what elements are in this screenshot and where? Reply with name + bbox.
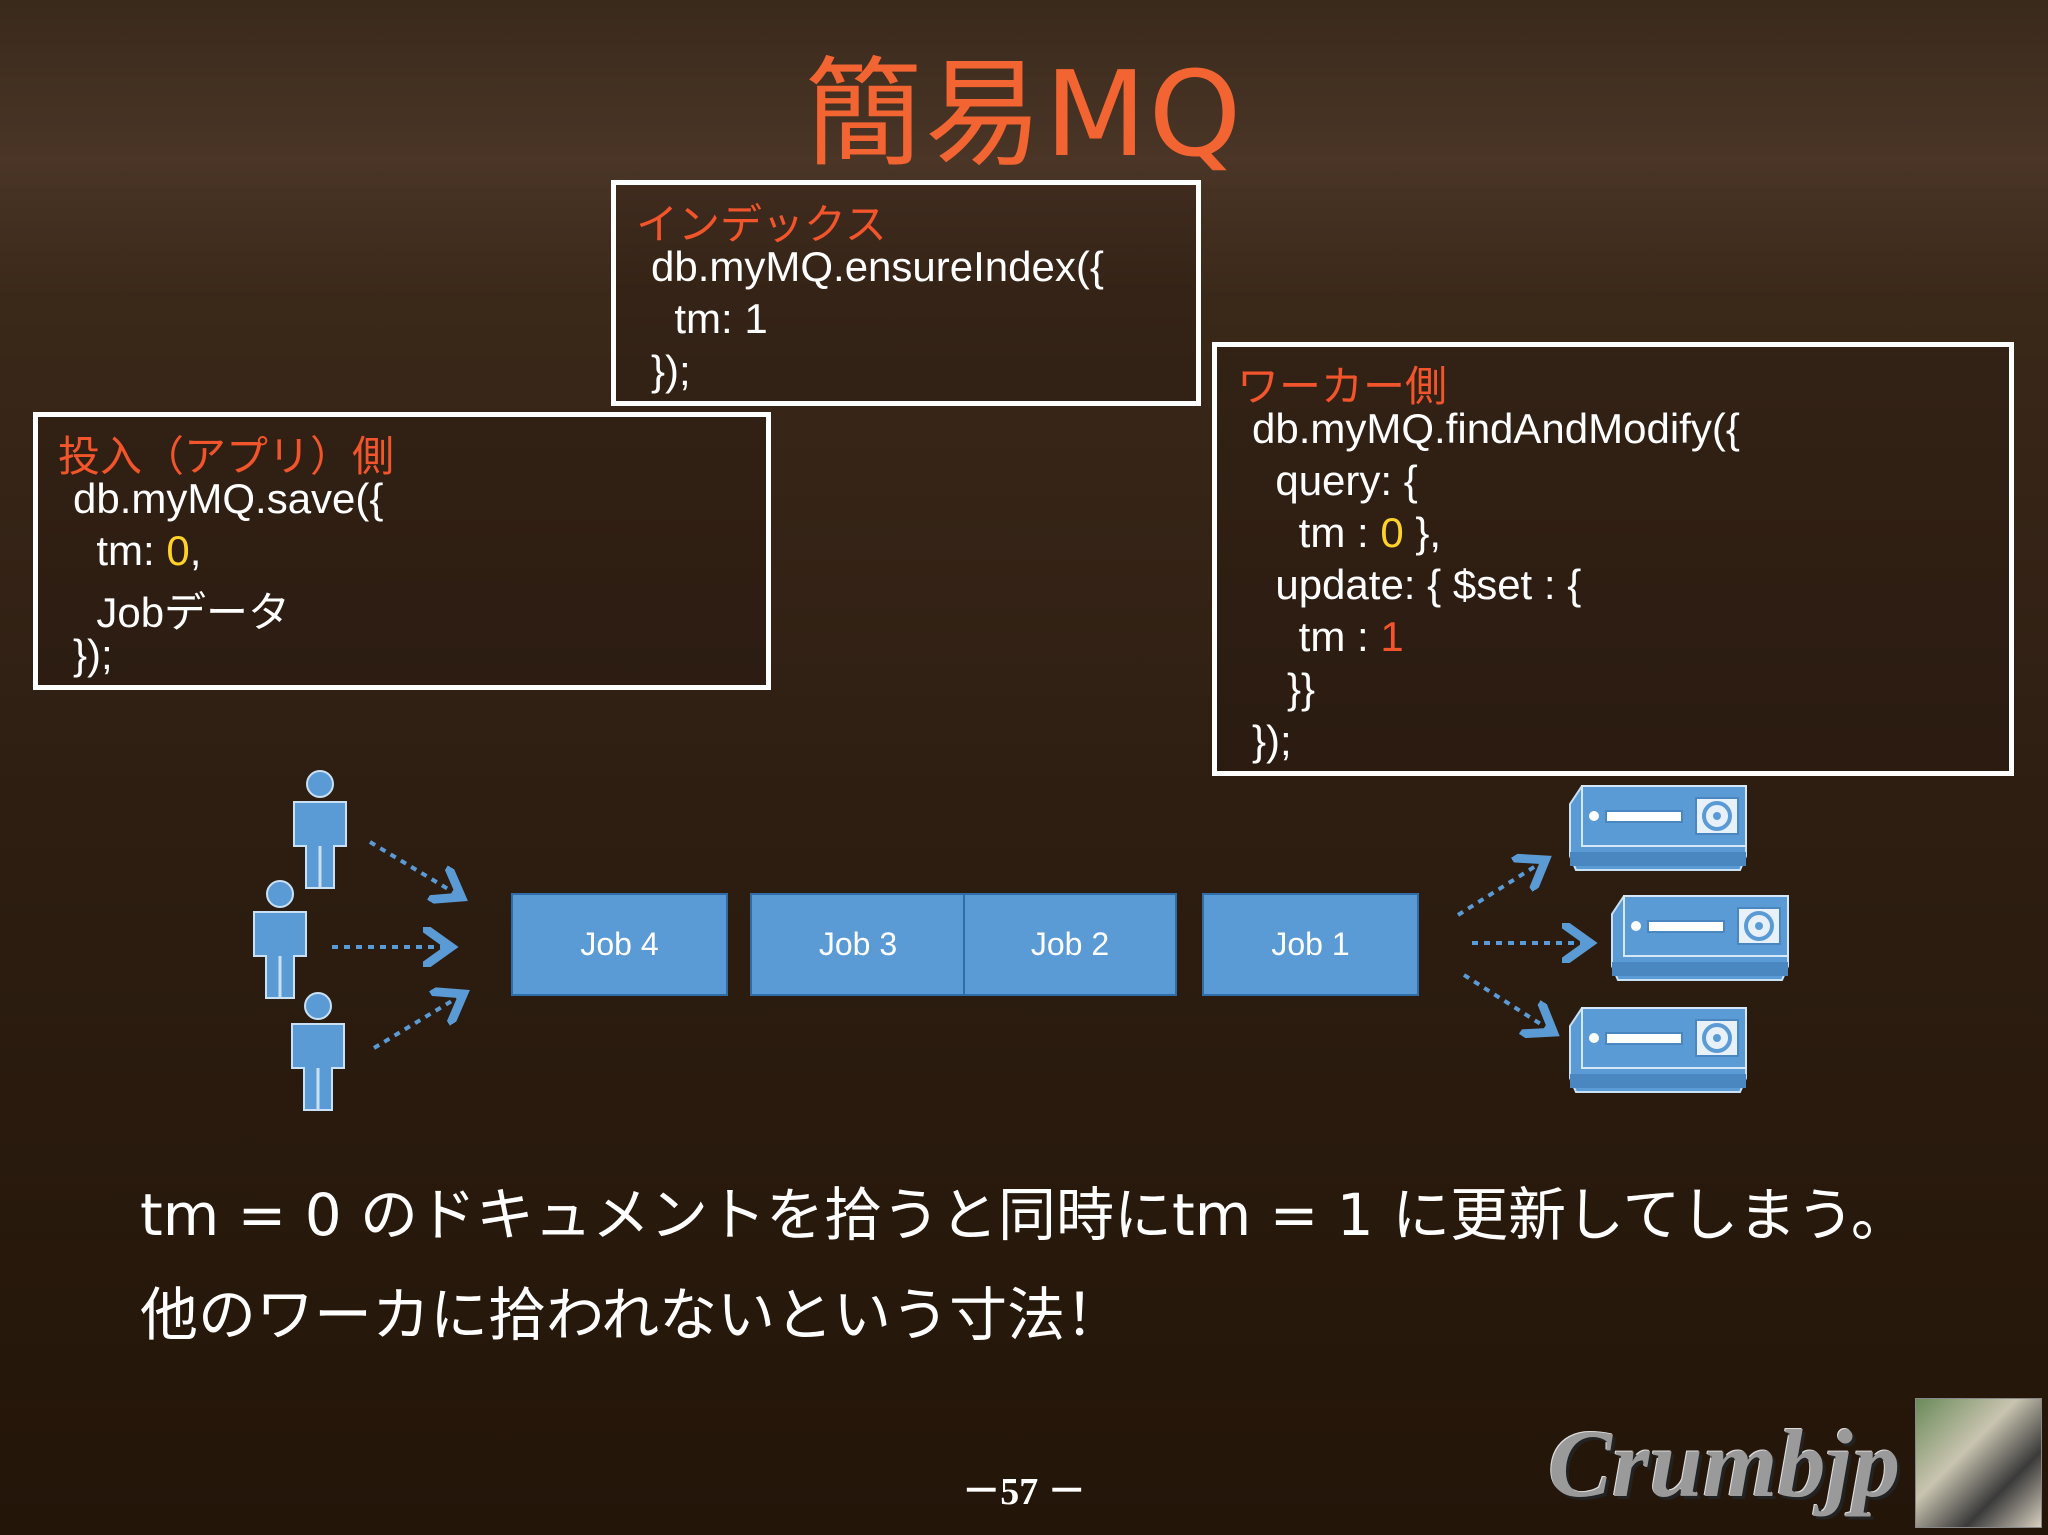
code-line: query: { (1252, 457, 1418, 504)
code-line: tm: 0, (73, 527, 201, 575)
index-code-box: インデックス db.myMQ.ensureIndex({ tm: 1 }); (611, 180, 1201, 406)
code-line: tm: 1 (651, 295, 768, 342)
code-line: db.myMQ.save({ (73, 475, 384, 522)
server-icon (1610, 894, 1790, 982)
worker-code-box: ワーカー側 db.myMQ.findAndModify({ query: { t… (1212, 342, 2014, 776)
user-icon (290, 991, 346, 1112)
arrow-icon (372, 996, 460, 1050)
caption-line: 他のワーカに拾われないという寸法！ (140, 1281, 1124, 1349)
brand-logo: Crumbjp (1548, 1410, 1901, 1517)
caption-line: tm = 0 のドキュメントを拾うと同時にtm = 1 に更新してしまう。 (140, 1181, 1909, 1249)
code-line: }); (73, 631, 113, 678)
code-line: update: { $set : { (1252, 561, 1582, 608)
code-line: Jobデータ (73, 589, 291, 636)
user-icon (292, 769, 348, 890)
code-line: tm : 0 }, (1252, 509, 1441, 557)
code-line: tm : 1 (1252, 613, 1404, 661)
job-block: Job 2 (963, 893, 1177, 996)
code-line: }} (1252, 665, 1316, 712)
job-block: Job 1 (1202, 893, 1419, 996)
job-block: Job 3 (750, 893, 966, 996)
arrow-icon (1456, 862, 1542, 917)
code-text: }, (1403, 509, 1442, 556)
index-box-label: インデックス (636, 200, 887, 249)
code-line: db.myMQ.ensureIndex({ (651, 243, 1104, 290)
slide-title: 簡易MQ (804, 45, 1244, 183)
code-text: , (189, 527, 202, 574)
code-text: tm : (1252, 613, 1381, 660)
arrow-icon (1462, 973, 1550, 1030)
worker-box-label: ワーカー側 (1237, 362, 1448, 411)
server-icon (1568, 1006, 1748, 1094)
code-line: db.myMQ.findAndModify({ (1252, 405, 1740, 452)
code-text: tm : (1252, 509, 1381, 556)
user-icon (252, 879, 308, 1000)
code-text: tm: (73, 527, 167, 574)
page-number: －57 － (962, 1471, 1086, 1513)
job-block: Job 4 (511, 893, 728, 996)
server-icon (1568, 784, 1748, 872)
code-line: }); (651, 347, 691, 394)
insert-box-label: 投入（アプリ）側 (58, 432, 395, 481)
arrow-icon (368, 840, 458, 895)
author-photo (1915, 1398, 2042, 1528)
tm-value: 0 (1380, 509, 1404, 556)
code-line: }); (1252, 717, 1292, 764)
tm-value: 0 (166, 527, 190, 574)
insert-code-box: 投入（アプリ）側 db.myMQ.save({ tm: 0, Jobデータ })… (33, 412, 771, 690)
tm-value: 1 (1380, 613, 1404, 660)
